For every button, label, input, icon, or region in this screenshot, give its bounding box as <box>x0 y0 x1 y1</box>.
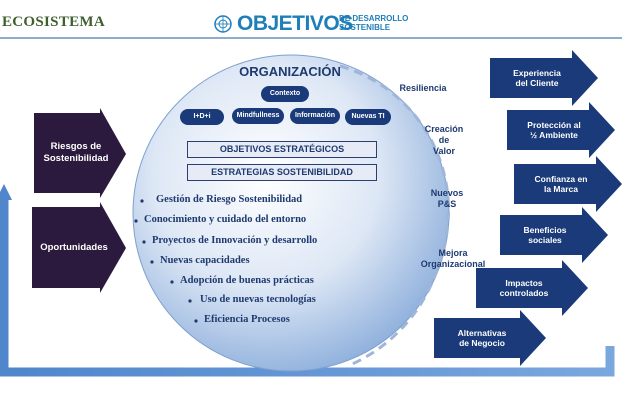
ecosistema-title: ECOSISTEMA <box>2 14 106 30</box>
feedback-loop-arrow <box>0 196 615 377</box>
output-label-alternativas: Alternativas de Negocio <box>457 328 507 348</box>
list-item: Proyectos de Innovación y desarrollo <box>152 235 318 246</box>
output-arrow-6 <box>434 310 546 366</box>
output-label-proteccion: Protección al ½ Ambiente <box>527 120 581 140</box>
pill-context: Contexto <box>261 86 309 102</box>
pill-nuevas-ti: Nuevas TI <box>345 109 391 125</box>
output-arrow-4 <box>500 207 608 263</box>
output-arrow-5 <box>476 260 588 316</box>
sdg-subtitle: DE DESARROLLO SOSTENIBLE <box>339 14 409 32</box>
input-label-riesgos: Riesgos de Sostenibilidad <box>43 141 109 164</box>
list-item: Adopción de buenas prácticas <box>180 275 314 286</box>
output-arrow-2 <box>507 102 615 158</box>
input-arrow-risks <box>34 108 126 198</box>
un-emblem-icon <box>214 15 232 33</box>
output-label-impactos: Impactos controlados <box>499 278 549 298</box>
label-creacion-valor: Creación de Valor <box>424 124 464 156</box>
organization-title: ORGANIZACIÓN <box>239 64 341 79</box>
feedback-arrow-head <box>0 184 12 200</box>
output-arrow-3 <box>514 156 622 212</box>
list-bullets <box>134 199 198 323</box>
input-arrow-opportunities <box>32 202 126 293</box>
list-item: Gestión de Riesgo Sostenibilidad <box>156 194 303 205</box>
list-item: Uso de nuevas tecnologías <box>200 294 316 305</box>
list-item: Eficiencia Procesos <box>204 314 290 325</box>
organization-circle <box>132 54 450 372</box>
sdg-title-text: OBJETIVOS <box>237 12 353 35</box>
input-label-oportunidades: Oportunidades <box>40 242 108 253</box>
output-label-experiencia: Experiencia del Cliente <box>513 68 561 88</box>
sdg-title: OBJETIVOS <box>237 12 353 36</box>
label-resiliencia: Resiliencia <box>399 83 447 93</box>
dashed-boundary-arc <box>339 64 451 367</box>
list-item: Nuevas capacidades <box>160 255 250 266</box>
objetivos-estrategicos-band: OBJETIVOS ESTRATÉGICOS <box>187 141 377 158</box>
output-label-confianza: Confianza en la Marca <box>534 174 588 194</box>
output-label-beneficios: Beneficios sociales <box>523 225 567 245</box>
pill-idi: I+D+i <box>180 109 224 125</box>
output-arrow-1 <box>490 50 598 106</box>
label-mejora-organizacional: Mejora Organizacional <box>420 248 486 269</box>
estrategias-sostenibilidad-band: ESTRATEGIAS SOSTENIBILIDAD <box>187 164 377 181</box>
label-nuevos-ps: Nuevos P&S <box>430 188 464 209</box>
pill-mindfulness: Mindfullness <box>232 108 284 124</box>
list-item: Conocimiento y cuidado del entorno <box>144 214 307 225</box>
pill-informacion: Información <box>290 108 340 124</box>
